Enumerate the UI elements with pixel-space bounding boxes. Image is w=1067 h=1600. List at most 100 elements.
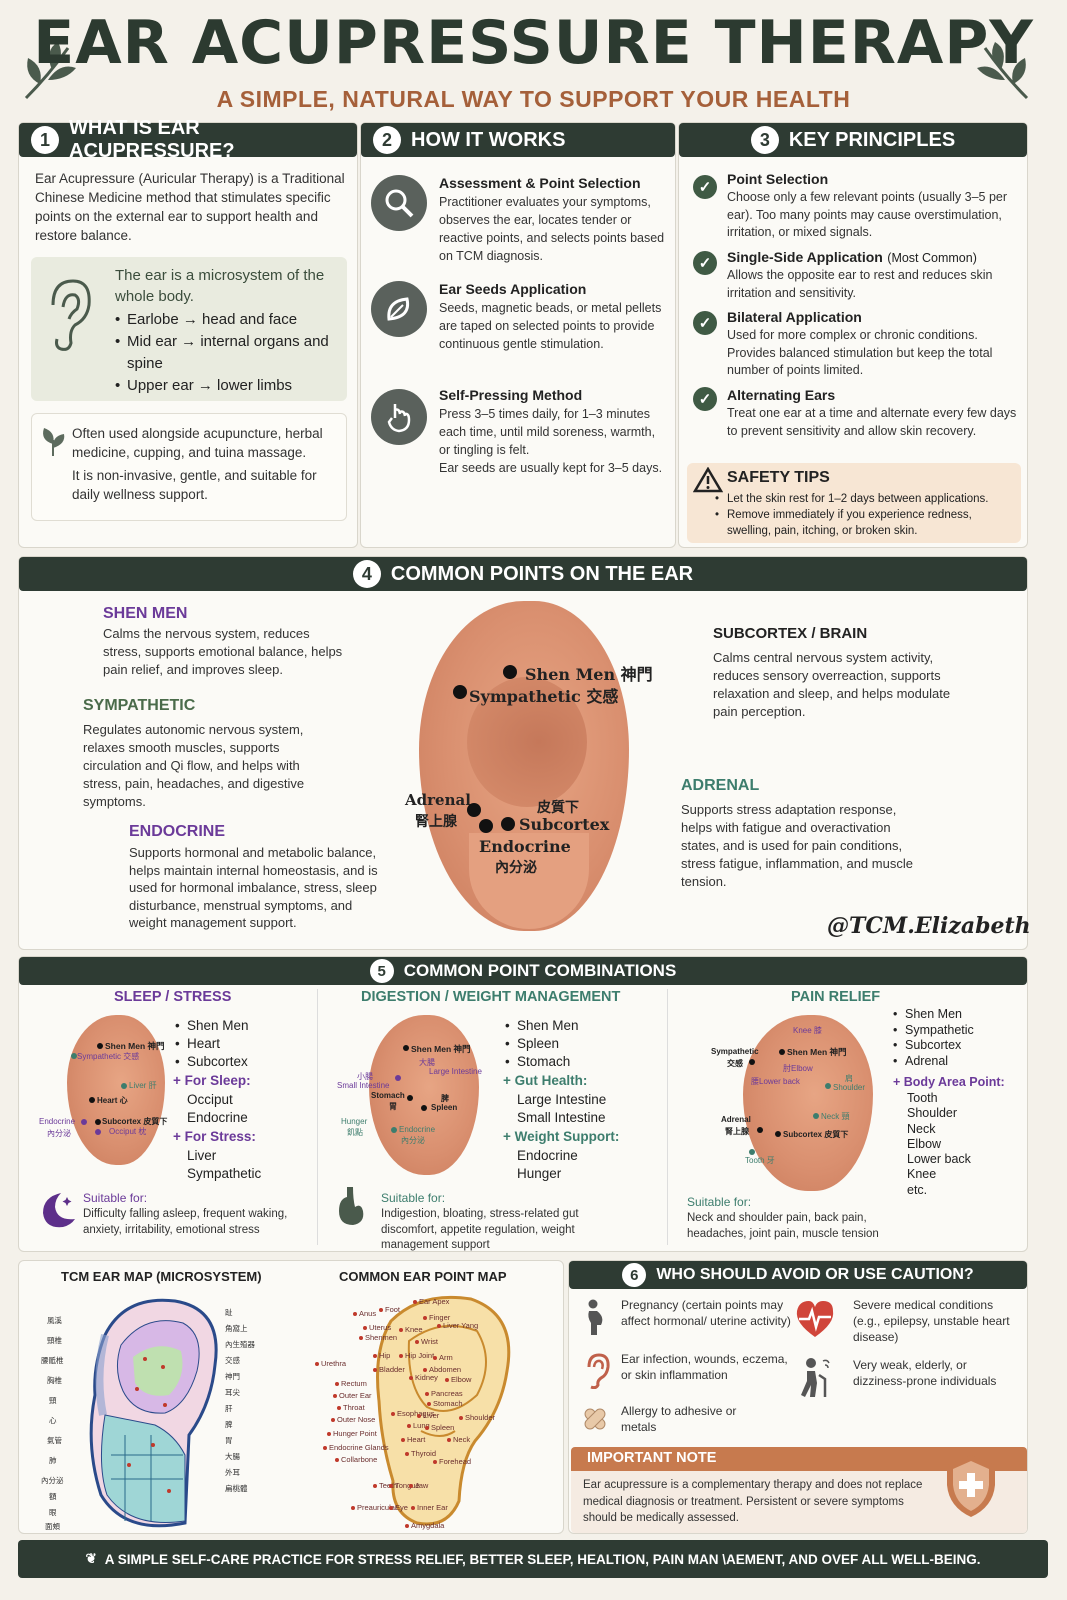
map-label: Shenmen	[365, 1333, 398, 1342]
list-item: Shen Men	[175, 1017, 249, 1035]
endocrine-point	[479, 819, 493, 833]
adrenal-cn-label: 腎上腺	[415, 813, 457, 829]
map-label: Teeth	[379, 1481, 397, 1490]
map-label: Endocrine Glands	[329, 1443, 389, 1452]
list-item: Mid ear → internal organs and spine	[115, 331, 335, 375]
hand-press-icon	[371, 389, 427, 445]
map-label: Ear Apex	[419, 1297, 450, 1306]
point-dot	[389, 1484, 393, 1488]
for-stress-label: + For Stress:	[173, 1129, 256, 1144]
point-dot	[409, 1376, 413, 1380]
point-dot	[447, 1438, 451, 1442]
sleep-title: SLEEP / STRESS	[114, 989, 232, 1005]
map-label: 心	[49, 1416, 57, 1425]
point-dot	[333, 1394, 337, 1398]
principle-title: Point Selection	[727, 171, 829, 187]
caution-text: Pregnancy (certain points may affect hor…	[621, 1298, 791, 1328]
step-text: Practitioner evaluates your symptoms, ob…	[439, 195, 665, 263]
ear-concha	[467, 677, 587, 807]
suitable-text: Difficulty falling asleep, frequent waki…	[83, 1208, 288, 1236]
point-dot	[399, 1328, 403, 1332]
point-dot	[407, 1095, 413, 1101]
point-dot	[445, 1378, 449, 1382]
magnifier-icon	[371, 175, 427, 231]
map-label: 肺	[49, 1456, 57, 1465]
map-label: Outer Nose	[337, 1415, 376, 1424]
ear-label: Spleen	[431, 1103, 458, 1112]
footer-banner: ❦ A SIMPLE SELF-CARE PRACTICE FOR STRESS…	[18, 1540, 1048, 1578]
point-dot	[427, 1402, 431, 1406]
footer-text: A SIMPLE SELF-CARE PRACTICE FOR STRESS R…	[104, 1551, 981, 1567]
elderly-icon	[801, 1358, 830, 1397]
point-dot	[97, 1043, 103, 1049]
sympathetic-point	[453, 685, 467, 699]
point-dot	[433, 1356, 437, 1360]
ear-label: 內分泌	[401, 1136, 425, 1145]
ear-label: Shen Men 神門	[411, 1044, 471, 1054]
map-label: Spleen	[431, 1423, 455, 1432]
common-ear-map	[376, 1295, 511, 1526]
sympathetic-label: Sympathetic 交感	[469, 687, 619, 706]
moon-icon	[43, 1193, 75, 1228]
ear-label: Hunger	[341, 1117, 368, 1126]
point-dot	[395, 1075, 401, 1081]
map-label: 脾	[225, 1420, 233, 1429]
point-dot	[121, 1083, 127, 1089]
shenmen-label: Shen Men 神門	[525, 665, 653, 684]
point-dot	[89, 1097, 95, 1103]
point-dot	[749, 1149, 755, 1155]
map-label: Forehead	[439, 1457, 472, 1466]
point-dot	[373, 1354, 377, 1358]
step-title: Assessment & Point Selection	[439, 175, 641, 191]
suitable-text: Indigestion, bloating, stress-related gu…	[381, 1208, 579, 1251]
map-label: Jaw	[415, 1481, 429, 1490]
point-dot	[415, 1340, 419, 1344]
common-map-title: COMMON EAR POINT MAP	[339, 1269, 507, 1284]
point-dot	[407, 1424, 411, 1428]
point-dot	[351, 1506, 355, 1510]
list-item: Subcortex	[175, 1053, 249, 1071]
point-dot	[379, 1308, 383, 1312]
map-label: Collarbone	[341, 1455, 378, 1464]
point-dot	[423, 1316, 427, 1320]
point-dot	[359, 1336, 363, 1340]
body-area-label: + Body Area Point:	[893, 1075, 1005, 1089]
suitable-label: Suitable for:	[381, 1191, 446, 1205]
map-label: Shoulder	[465, 1413, 496, 1422]
point-dot	[757, 1127, 763, 1133]
step-text: Seeds, magnetic beads, or metal pellets …	[439, 301, 662, 351]
digestion-title: DIGESTION / WEIGHT MANAGEMENT	[361, 989, 621, 1005]
point-dot	[335, 1458, 339, 1462]
pregnancy-icon	[588, 1299, 603, 1335]
map-label: Urethra	[321, 1359, 347, 1368]
map-label: Stomach	[433, 1399, 463, 1408]
principle-text: Used for more complex or chronic conditi…	[727, 328, 993, 377]
point-dot	[81, 1119, 87, 1125]
map-label: 氣管	[47, 1436, 62, 1445]
map-label: 角窩上	[225, 1324, 248, 1333]
pain-points: Shen Men Sympathetic Subcortex Adrenal	[893, 1007, 974, 1069]
list-item: Remove immediately if you experience red…	[715, 507, 1015, 539]
leaf-icon	[977, 42, 1029, 100]
pain-ear	[743, 1015, 873, 1191]
map-label: 肝	[225, 1404, 233, 1413]
step-extra: Ear seeds are usually kept for 3–5 days.	[439, 461, 663, 475]
leaf-icon: ❦	[85, 1551, 97, 1566]
ear-label: Adrenal	[721, 1115, 751, 1124]
check-icon: ✓	[693, 251, 717, 275]
caution-text: Ear infection, wounds, eczema, or skin i…	[621, 1352, 788, 1382]
ear-label: 肘Elbow	[783, 1064, 813, 1073]
ear-icon	[587, 1353, 610, 1389]
map-label: Hunger Point	[333, 1429, 377, 1438]
list-item: Shen Men	[505, 1017, 579, 1035]
endocrine-text: Supports hormonal and metabolic balance,…	[129, 845, 378, 930]
step-text: Press 3–5 times daily, for 1–3 minutes e…	[439, 407, 656, 457]
map-label: 耳尖	[225, 1388, 240, 1397]
point-dot	[437, 1324, 441, 1328]
map-label: Abdomen	[429, 1365, 462, 1374]
